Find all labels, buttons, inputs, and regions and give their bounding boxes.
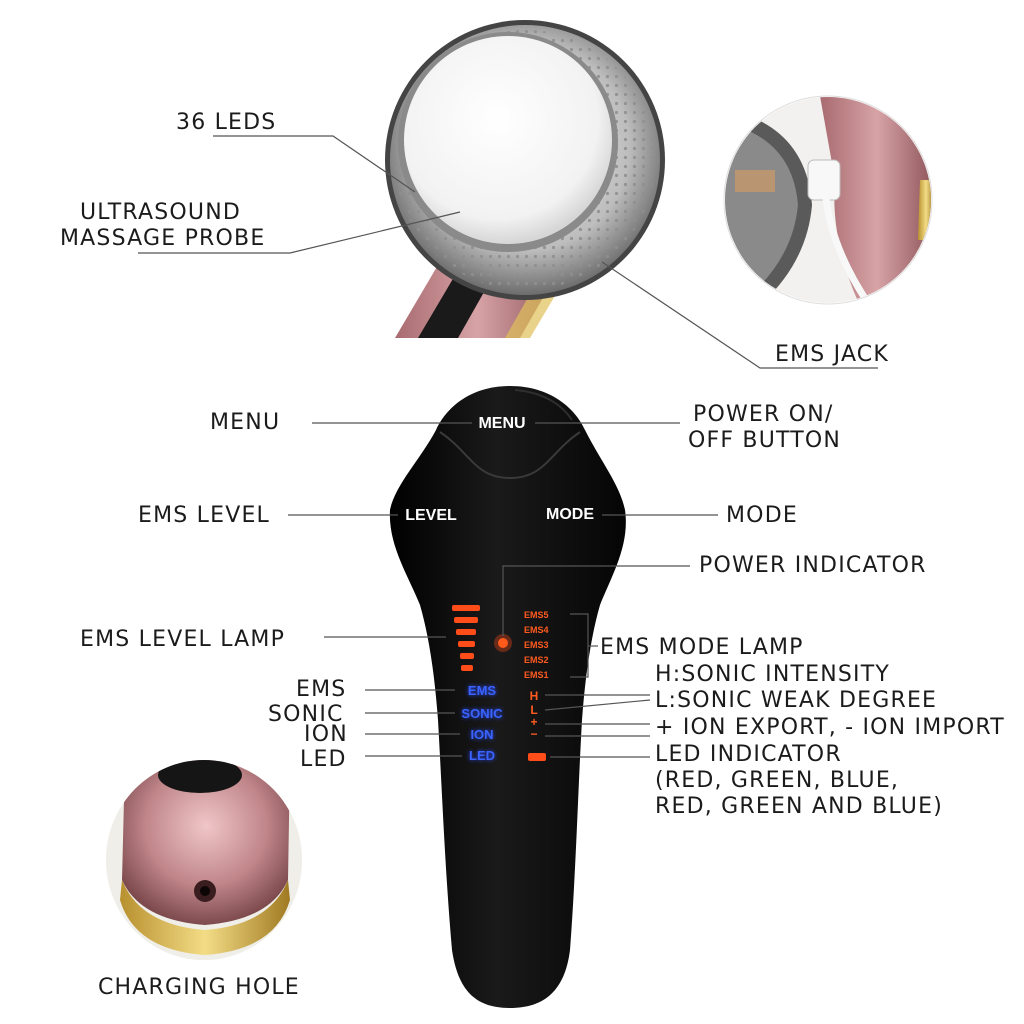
- ems-mode-label: EMS3: [524, 640, 549, 650]
- ems-level-callout: EMS LEVEL: [138, 503, 271, 528]
- ems-mode-label: EMS2: [524, 655, 549, 665]
- ems-mode-label: EMS1: [524, 670, 549, 680]
- power-indicator-led: [494, 634, 512, 652]
- ion-function-label: ION: [470, 727, 494, 742]
- sonic-high-label: H: [529, 689, 539, 703]
- mode-callout: MODE: [726, 503, 798, 528]
- led-indicator-callout-line2: (RED, GREEN, BLUE,: [655, 768, 900, 793]
- ems-mode-label: EMS4: [524, 625, 549, 635]
- ems-function-label: EMS: [467, 683, 497, 698]
- probe-callout-line1: ULTRASOUND: [80, 200, 241, 225]
- leds-callout: 36 LEDS: [176, 110, 277, 135]
- probe-callout-line2: MASSAGE PROBE: [60, 226, 266, 251]
- mode-button[interactable]: MODE: [546, 506, 594, 523]
- ems-callout: EMS: [296, 677, 347, 702]
- ion-callout-left: ION: [304, 722, 348, 747]
- ems-mode-lamp-labels: EMS5 EMS4 EMS3 EMS2 EMS1: [524, 608, 564, 683]
- charging-hole-inset: [106, 760, 302, 960]
- ion-callout: + ION EXPORT, - ION IMPORT: [655, 715, 1005, 740]
- ems-level-lamp-callout: EMS LEVEL LAMP: [80, 627, 286, 652]
- led-callout: LED: [300, 747, 347, 772]
- ems-level-lamp: [452, 605, 480, 671]
- leader-sonic-weak: [544, 699, 651, 711]
- device-body: [389, 386, 626, 1008]
- ems-jack-callout: EMS JACK: [775, 342, 889, 367]
- leader-lines: [138, 135, 878, 758]
- leader-probe: [138, 211, 461, 254]
- ion-plus-label: +: [530, 715, 538, 729]
- sonic-callout: SONIC: [268, 702, 344, 727]
- ems-jack-inset: [723, 95, 933, 305]
- power-button-callout-line1: POWER ON/: [693, 402, 834, 427]
- charging-hole-callout: CHARGING HOLE: [98, 975, 300, 1000]
- level-button[interactable]: LEVEL: [405, 507, 457, 524]
- sonic-weak-callout: L:SONIC WEAK DEGREE: [655, 688, 938, 713]
- ems-mode-lamp-callout: EMS MODE LAMP: [600, 635, 804, 660]
- ion-minus-label: −: [530, 727, 538, 741]
- led-indicator-callout-line3: RED, GREEN AND BLUE): [655, 794, 943, 819]
- sonic-low-label: L: [530, 703, 538, 717]
- sonic-function-label: SONIC: [461, 706, 503, 721]
- power-indicator-callout: POWER INDICATOR: [699, 553, 927, 578]
- leader-power-indicator: [502, 565, 690, 636]
- ems-mode-label: EMS5: [524, 610, 549, 620]
- probe-illustration: [385, 20, 665, 338]
- led-indicator-callout-line1: LED INDICATOR: [655, 742, 842, 767]
- menu-button[interactable]: MENU: [478, 415, 526, 432]
- power-button-callout-line2: OFF BUTTON: [688, 428, 842, 453]
- menu-callout: MENU: [210, 410, 281, 435]
- led-indicator-bar: [528, 753, 546, 761]
- sonic-intensity-callout: H:SONIC INTENSITY: [655, 662, 891, 687]
- leader-leds: [213, 135, 416, 193]
- leader-ems-jack: [601, 261, 878, 369]
- led-function-label: LED: [469, 748, 495, 763]
